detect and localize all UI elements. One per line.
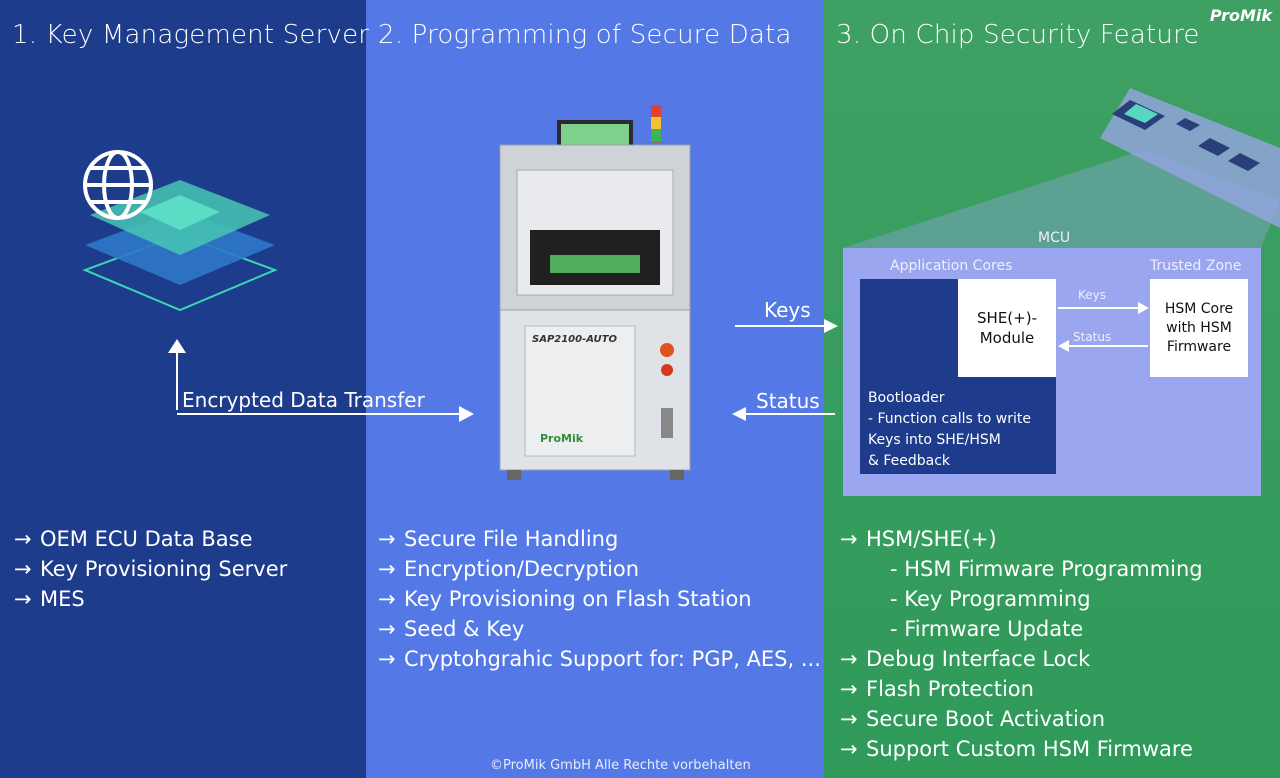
list-subitem: - Firmware Update — [890, 617, 1084, 641]
list-item: →Secure File Handling — [378, 524, 821, 554]
arrow-icon: → — [840, 647, 858, 671]
chip-zoom-beam — [843, 150, 1280, 248]
list-item: →HSM/SHE(+) — [840, 524, 1203, 554]
boot-line: - Function calls to write — [868, 411, 1032, 427]
list-item: →Support Custom HSM Firmware — [840, 734, 1203, 764]
list-item: →Flash Protection — [840, 674, 1203, 704]
arrow-icon: → — [14, 587, 32, 611]
list-item: →MES — [14, 584, 287, 614]
list-item: →Seed & Key — [378, 614, 821, 644]
she-hsm-arrows — [1058, 302, 1149, 352]
keys-label: Keys — [764, 298, 811, 322]
globe-icon — [83, 150, 153, 220]
status-label: Status — [756, 389, 820, 413]
she-line-2: Module — [979, 329, 1035, 347]
arrow-icon: → — [378, 647, 396, 671]
key-management-panel — [0, 0, 366, 778]
arrow-icon: → — [378, 587, 396, 611]
chip-board-graphic — [1100, 88, 1280, 228]
hsm-line-2: with HSM — [1166, 319, 1232, 336]
flash-station-machine — [499, 105, 691, 480]
arrow-icon: → — [14, 557, 32, 581]
arrow-icon: → — [840, 677, 858, 701]
trusted-zone-label: Trusted Zone — [1150, 258, 1242, 274]
hsm-core-box: HSM Core with HSM Firmware — [1150, 279, 1248, 377]
arrow-icon: → — [840, 707, 858, 731]
bootloader-text: Bootloader - Function calls to write Key… — [868, 388, 1031, 472]
arrow-icon: → — [378, 527, 396, 551]
key-management-list: →OEM ECU Data Base →Key Provisioning Ser… — [14, 524, 287, 614]
hsm-line-3: Firmware — [1166, 338, 1232, 355]
list-item: →Secure Boot Activation — [840, 704, 1203, 734]
list-item: →Cryptohgrahic Support for: PGP, AES, ..… — [378, 644, 821, 674]
encrypted-transfer-arrow — [168, 339, 474, 422]
list-item: →OEM ECU Data Base — [14, 524, 287, 554]
list-subitem: - HSM Firmware Programming — [890, 557, 1203, 581]
inner-status-label: Status — [1073, 330, 1112, 344]
server-graphic — [82, 150, 278, 312]
machine-brand-label: ProMik — [540, 432, 584, 445]
programming-list: →Secure File Handling →Encryption/Decryp… — [378, 524, 821, 674]
app-cores-label: Application Cores — [890, 258, 1013, 274]
list-item: →Debug Interface Lock — [840, 644, 1203, 674]
list-item: →Encryption/Decryption — [378, 554, 821, 584]
panel-title-programming: 2. Programming of Secure Data — [378, 20, 792, 50]
she-module-box: SHE(+)- Module — [958, 279, 1056, 377]
panel-title-key-management: 1. Key Management Server — [12, 20, 370, 50]
boot-line: Bootloader — [868, 390, 945, 406]
arrow-icon: → — [378, 557, 396, 581]
server-layers-icon — [82, 180, 278, 312]
arrow-icon: → — [378, 617, 396, 641]
keys-status-arrows — [732, 319, 838, 421]
boot-line: & Feedback — [868, 453, 951, 469]
encrypted-transfer-label: Encrypted Data Transfer — [182, 388, 425, 412]
arrow-icon: → — [840, 527, 858, 551]
arrow-icon: → — [840, 737, 858, 761]
panel-title-chip-security: 3. On Chip Security Feature — [836, 20, 1200, 50]
arrow-icon: → — [14, 527, 32, 551]
machine-model-label: SAP2100-AUTO — [532, 334, 617, 345]
list-item: →Key Provisioning on Flash Station — [378, 584, 821, 614]
chip-security-list: →HSM/SHE(+) - HSM Firmware Programming -… — [840, 524, 1203, 764]
hsm-line-1: HSM Core — [1164, 300, 1234, 317]
copyright-notice: ©ProMik GmbH Alle Rechte vorbehalten — [490, 758, 751, 773]
list-subitem: - Key Programming — [890, 587, 1091, 611]
she-line-1: SHE(+)- — [977, 309, 1037, 327]
promik-logo: ProMik — [1209, 6, 1272, 25]
list-item: →Key Provisioning Server — [14, 554, 287, 584]
inner-keys-label: Keys — [1078, 288, 1107, 302]
boot-line: Keys into SHE/HSM — [868, 432, 1001, 448]
mcu-title: MCU — [1038, 230, 1071, 246]
